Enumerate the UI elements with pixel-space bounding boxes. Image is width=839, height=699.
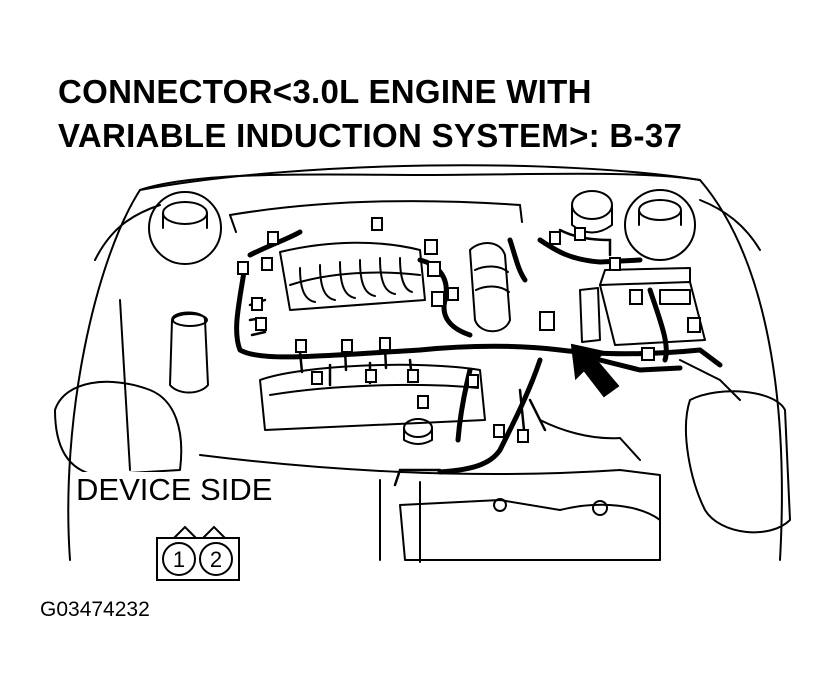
body-outline: [67, 172, 783, 561]
radiator-support: [199, 454, 661, 561]
washer-reservoir: [169, 311, 209, 394]
engine-front: [259, 363, 486, 431]
left-wheel-well: [54, 380, 183, 476]
right-fender-inner: [699, 199, 761, 251]
pin-2-number: 2: [210, 547, 222, 572]
intake-manifold: [279, 241, 426, 311]
air-intake-duct: [469, 242, 511, 333]
right-strut-tower: [624, 189, 696, 261]
figure-code: G03474232: [40, 598, 150, 621]
left-strut-tower: [148, 191, 222, 265]
connectors: [237, 217, 701, 443]
pin-1-number: 1: [173, 547, 185, 572]
right-wheel-well: [684, 390, 791, 534]
battery-box: [599, 267, 706, 346]
hood-line: [139, 164, 701, 191]
relay: [579, 287, 601, 343]
title-line-2: VARIABLE INDUCTION SYSTEM>: B-37: [58, 117, 683, 154]
reservoir: [571, 190, 613, 234]
front-bumper: [399, 499, 661, 561]
left-fender-inner: [94, 204, 161, 261]
connector-pointer-arrow: [570, 343, 620, 398]
device-side-label: DEVICE SIDE: [72, 472, 277, 508]
title-line-1: CONNECTOR<3.0L ENGINE WITH: [58, 73, 592, 110]
page-title: CONNECTOR<3.0L ENGINE WITH VARIABLE INDU…: [58, 70, 682, 158]
device-side-connector: [156, 525, 240, 581]
cowl-line: [229, 200, 521, 216]
